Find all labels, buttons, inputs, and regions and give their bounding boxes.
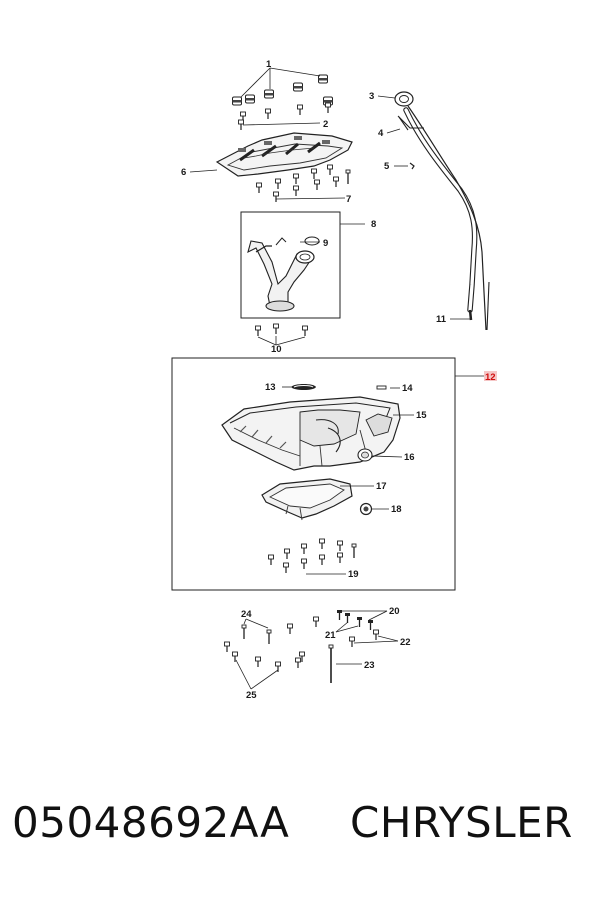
pickup-bolts (254, 323, 309, 337)
leader-lines-20-25 (235, 610, 399, 690)
callout-23: 23 (364, 660, 375, 671)
group-box-8 (240, 211, 341, 319)
callout-17: 17 (376, 481, 387, 492)
callout-16: 16 (404, 452, 415, 463)
leader-lines-dipstick (377, 95, 470, 320)
callout-1: 1 (266, 59, 272, 70)
callout-10: 10 (271, 344, 282, 355)
callout-18: 18 (391, 504, 402, 515)
oil-filter-adapter (357, 448, 373, 462)
oil-pickup-tube (247, 236, 320, 312)
callout-14: 14 (402, 383, 413, 394)
isolator-group (232, 74, 333, 131)
dowel-pin (376, 385, 387, 390)
caption-bar: 05048692AA CHRYSLER (0, 798, 600, 868)
oil-pan-bolts (267, 538, 357, 574)
part-number: 05048692AA (12, 798, 290, 847)
callout-12-highlight (484, 371, 497, 381)
callout-13: 13 (265, 382, 276, 393)
callout-2: 2 (323, 119, 328, 130)
callout-22: 22 (400, 637, 411, 648)
leader-lines-1-2 (240, 67, 321, 126)
callout-20: 20 (389, 606, 400, 617)
leader-lines-10 (257, 336, 306, 346)
callout-4: 4 (378, 128, 384, 139)
oil-pan-gasket-ring (291, 384, 316, 390)
callout-21: 21 (325, 630, 336, 641)
group-box-12 (171, 357, 456, 591)
callout-9: 9 (323, 238, 328, 249)
callout-25: 25 (246, 690, 257, 701)
leader-lines-8-9 (300, 223, 365, 243)
callout-19: 19 (348, 569, 359, 580)
callout-7: 7 (346, 194, 351, 205)
loose-hardware (223, 610, 380, 684)
callout-5: 5 (384, 161, 390, 172)
callout-24: 24 (241, 609, 252, 620)
drain-plug (359, 502, 373, 516)
callout-15: 15 (416, 410, 427, 421)
callout-6: 6 (181, 167, 186, 178)
callout-11: 11 (436, 314, 447, 325)
leader-lines-13-19 (282, 386, 414, 575)
brand-name: CHRYSLER (350, 798, 573, 847)
oil-pan-lower (261, 478, 353, 521)
dipstick (394, 91, 490, 331)
leader-lines-6-7 (189, 169, 346, 200)
oil-pan-upper (221, 396, 401, 471)
callout-3: 3 (369, 91, 374, 102)
windage-tray (215, 132, 353, 177)
callout-8: 8 (371, 219, 376, 230)
callout-12: 12 (485, 372, 496, 383)
